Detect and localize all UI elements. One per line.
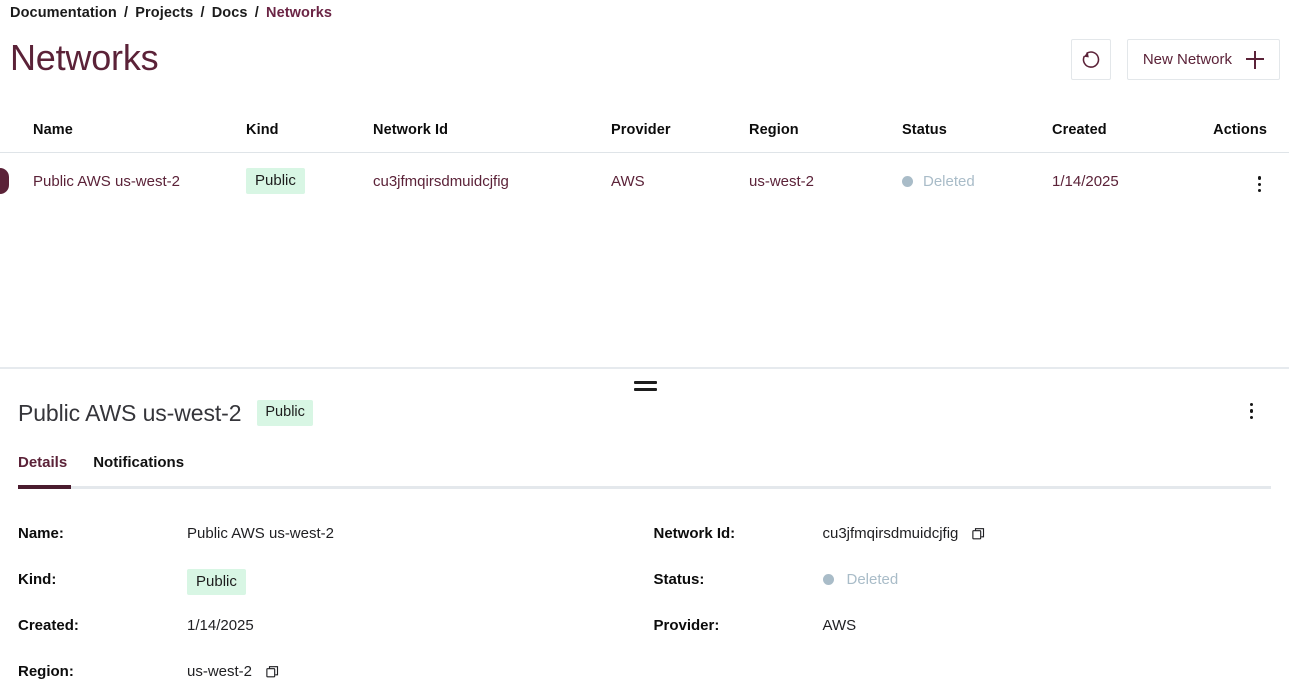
cell-actions <box>1187 167 1289 196</box>
field-row: Region: us-west-2 <box>18 661 1289 700</box>
field-label-network-id: Network Id: <box>653 525 736 542</box>
status-dot-icon <box>902 175 913 187</box>
column-header-networkid[interactable]: Network Id <box>373 122 449 138</box>
detail-fields: Name: Public AWS us-west-2 Network Id: c… <box>0 523 1289 700</box>
copy-icon[interactable] <box>971 526 986 541</box>
panel-divider <box>0 367 1289 369</box>
field-value-name: Public AWS us-west-2 <box>187 525 334 542</box>
field-kind: Kind: Public <box>18 569 654 595</box>
field-created: Created: 1/14/2025 <box>18 615 654 636</box>
field-value-created: 1/14/2025 <box>187 617 254 634</box>
field-value-network-id: cu3jfmqirsdmuidcjfig <box>823 523 987 544</box>
field-label-status: Status: <box>653 571 705 588</box>
breadcrumb-item-projects[interactable]: Projects <box>135 5 194 21</box>
breadcrumb-separator: / <box>123 5 129 21</box>
refresh-button[interactable] <box>1070 39 1111 80</box>
field-value-kind: Public <box>187 569 246 595</box>
field-status: Status: Deleted <box>654 569 1289 590</box>
detail-kebab-menu-icon[interactable] <box>1244 400 1259 422</box>
detail-panel: Public AWS us-west-2 Public Details Noti… <box>0 392 1289 700</box>
field-row: Created: 1/14/2025 Provider: AWS <box>18 615 1289 661</box>
status-label: Deleted <box>846 571 899 588</box>
region-text: us-west-2 <box>187 663 253 680</box>
cell-region: us-west-2 <box>749 172 815 190</box>
field-name: Name: Public AWS us-west-2 <box>18 523 654 544</box>
breadcrumb-item-documentation[interactable]: Documentation <box>10 5 117 21</box>
field-row: Name: Public AWS us-west-2 Network Id: c… <box>18 523 1289 569</box>
header-actions: New Network <box>1070 39 1280 80</box>
detail-tabs: Details Notifications <box>0 454 1289 492</box>
breadcrumb-separator: / <box>200 5 205 21</box>
field-value-region: us-west-2 <box>187 661 280 682</box>
networks-table: Name Kind Network Id Provider Region Sta… <box>0 108 1289 209</box>
cell-created: 1/14/2025 <box>1052 172 1119 190</box>
column-header-name[interactable]: Name <box>33 122 73 138</box>
field-label-created: Created: <box>18 617 79 634</box>
refresh-icon <box>1080 49 1102 71</box>
tab-notifications[interactable]: Notifications <box>93 454 185 471</box>
page-title: Networks <box>10 37 159 78</box>
detail-title: Public AWS us-west-2 <box>18 399 242 426</box>
column-header-provider[interactable]: Provider <box>611 122 671 138</box>
table-header-row: Name Kind Network Id Provider Region Sta… <box>0 108 1289 153</box>
field-value-status: Deleted <box>822 569 899 590</box>
row-selected-marker <box>0 168 9 194</box>
breadcrumb-separator: / <box>254 5 259 21</box>
cell-name: Public AWS us-west-2 <box>33 172 180 190</box>
table-row[interactable]: Public AWS us-west-2 Public cu3jfmqirsdm… <box>0 153 1289 209</box>
status-label: Deleted <box>923 172 975 190</box>
cell-provider: AWS <box>611 172 645 190</box>
kebab-menu-icon[interactable] <box>1252 173 1267 195</box>
detail-header: Public AWS us-west-2 Public <box>0 392 1289 434</box>
tabs-underline <box>18 486 1271 489</box>
new-network-label: New Network <box>1142 51 1232 68</box>
new-network-button[interactable]: New Network <box>1126 39 1280 80</box>
field-label-provider: Provider: <box>653 617 720 634</box>
breadcrumb: Documentation / Projects / Docs / Networ… <box>10 5 332 21</box>
column-header-created[interactable]: Created <box>1052 122 1107 138</box>
field-row: Kind: Public Status: Deleted <box>18 569 1289 615</box>
drag-handle-icon[interactable] <box>634 381 657 391</box>
field-label-kind: Kind: <box>18 571 57 588</box>
field-label-name: Name: <box>18 525 64 542</box>
field-label-region: Region: <box>18 663 74 680</box>
kind-badge: Public <box>187 569 246 595</box>
detail-kind-badge: Public <box>257 400 313 426</box>
cell-network-id: cu3jfmqirsdmuidcjfig <box>373 172 509 190</box>
field-value-provider: AWS <box>822 617 857 634</box>
cell-status: Deleted <box>902 173 1052 190</box>
breadcrumb-item-networks[interactable]: Networks <box>266 5 333 21</box>
column-header-kind[interactable]: Kind <box>246 122 279 138</box>
plus-icon <box>1246 50 1264 69</box>
field-provider: Provider: AWS <box>654 615 1289 636</box>
column-header-region[interactable]: Region <box>749 122 799 138</box>
kind-badge: Public <box>246 168 305 194</box>
field-region: Region: us-west-2 <box>18 661 654 682</box>
network-id-text: cu3jfmqirsdmuidcjfig <box>822 525 959 542</box>
cell-kind: Public <box>246 168 373 194</box>
breadcrumb-item-docs[interactable]: Docs <box>211 5 248 21</box>
column-header-actions: Actions <box>1213 122 1267 138</box>
column-header-status[interactable]: Status <box>902 122 947 138</box>
active-tab-indicator <box>18 485 71 489</box>
field-network-id: Network Id: cu3jfmqirsdmuidcjfig <box>654 523 1289 544</box>
copy-icon[interactable] <box>265 664 280 679</box>
tab-details[interactable]: Details <box>18 454 68 471</box>
status-dot-icon <box>822 574 834 585</box>
status-badge: Deleted <box>902 173 1052 190</box>
